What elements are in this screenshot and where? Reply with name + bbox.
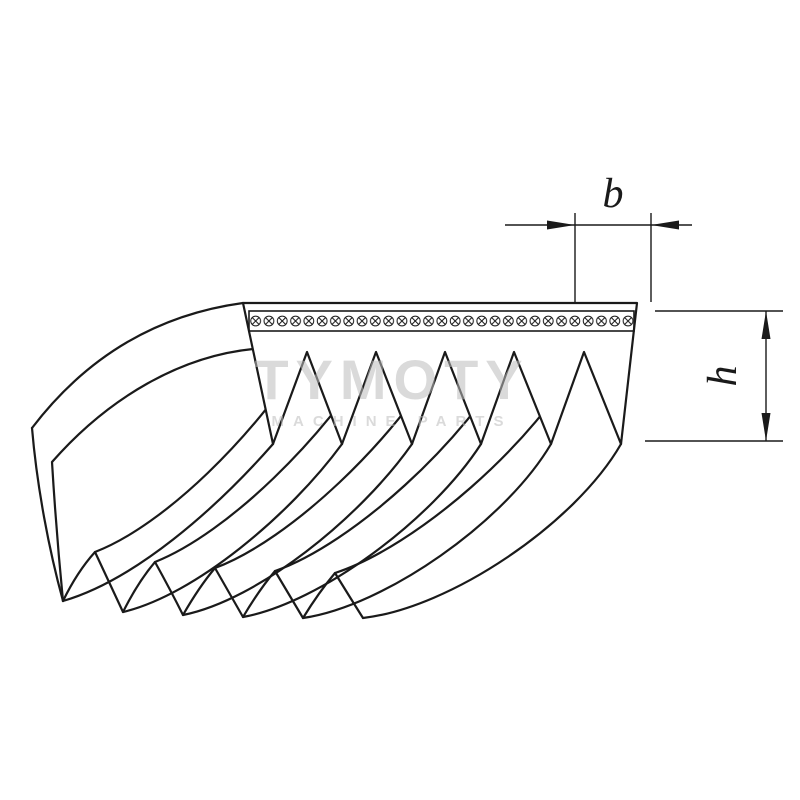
rib-ridge-sweep-5 [301, 442, 553, 620]
tension-cord-hatch-band [248, 310, 635, 332]
belt-face-outline [241, 301, 639, 446]
rib-ridge-sweep-1 [61, 442, 275, 603]
rib-ridge-sweep-3 [181, 442, 414, 617]
dim-h-arrow-up-icon [761, 311, 771, 339]
belt-left-endcap-edge [30, 426, 65, 603]
belt-cut-end-scallops [61, 550, 365, 620]
dimension-b: b [505, 171, 692, 302]
dim-h-arrow-down-icon [761, 413, 771, 441]
rib-ridge-sweep-4 [241, 442, 483, 619]
dimension-h: h [645, 310, 783, 442]
belt-cross-section [241, 301, 639, 446]
rib-ridge-sweep-2 [121, 442, 344, 614]
dim-b-arrow-right-icon [651, 220, 679, 230]
dimension-h-label: h [700, 366, 746, 387]
belt-outer-back-edge [30, 301, 245, 430]
dimension-b-label: b [603, 171, 624, 217]
rib-ridge-sweep-6 [361, 442, 623, 620]
dim-b-arrow-left-icon [547, 220, 575, 230]
belt-back-inner-edge [50, 347, 255, 603]
